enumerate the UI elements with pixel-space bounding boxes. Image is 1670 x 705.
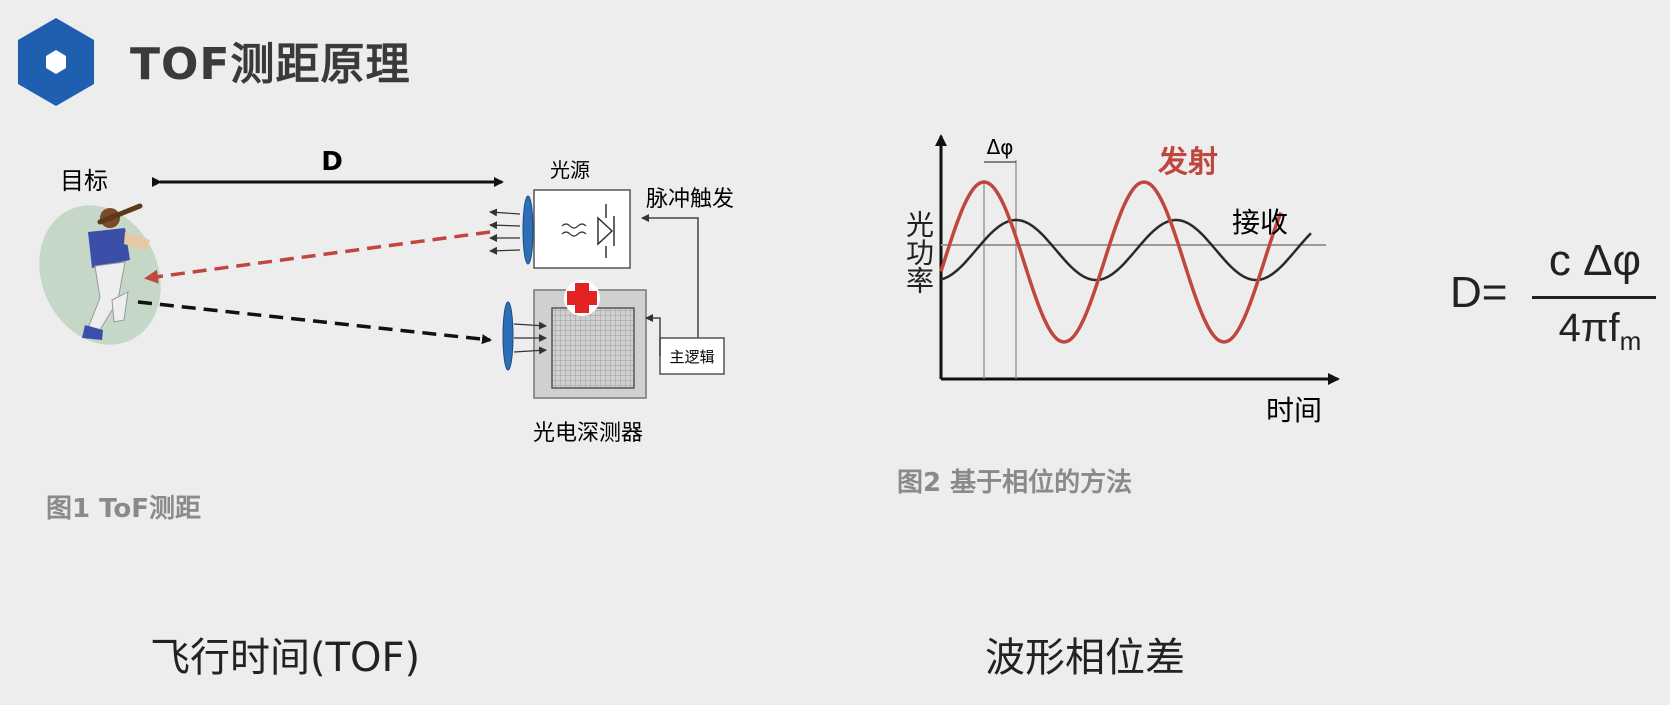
pulse-trigger-label: 脉冲触发 [646,187,734,212]
title-bar: TOF测距原理 [0,0,1670,130]
formula-numerator: c Δφ [1548,236,1642,285]
photo-detector-grid [551,307,635,389]
emitted-wave [939,180,1283,344]
led-diode-icon [561,204,615,258]
figure1-caption: 图1 ToF测距 [46,494,202,524]
tof-ranging-diagram: 目标 D 光源 脉冲触发 [39,147,734,446]
page-title: TOF测距原理 [130,39,411,90]
x-axis-label: 时间 [1266,394,1322,427]
formula-denominator-group: 4πfm [1538,306,1662,357]
delta-phi-label: Δφ [987,135,1014,159]
photo-detector-label: 光电深测器 [533,421,643,446]
main-logic-box [659,337,725,375]
received-wave [940,218,1312,282]
bottom-right-label: 波形相位差 [985,635,1185,681]
light-source-box [533,189,631,269]
phase-waveform-diagram: Δφ 发射 接收 时间 [935,134,1340,427]
target-label: 目标 [60,167,108,195]
detector-rays [513,321,547,355]
light-source-label: 光源 [550,158,590,182]
source-lens-icon [522,195,534,265]
source-rays [489,208,521,255]
distance-label: D [321,147,343,177]
reflected-beam [137,300,492,345]
detector-lens-icon [502,301,514,371]
red-cross-icon [564,280,600,316]
received-label: 接收 [1232,206,1288,239]
emitted-beam [144,230,491,284]
bottom-left-label: 飞行时间(TOF) [150,635,421,681]
logic-to-detector-line [645,314,661,356]
pulse-trigger-line [641,214,699,338]
formula-denominator: 4πf [1558,306,1620,350]
emitted-label: 发射 [1157,145,1218,180]
baseball-player-illustration [39,203,161,345]
formula-lhs: D= [1450,268,1508,317]
y-axis-label: 光功率 [902,210,935,294]
figure2-caption: 图2 基于相位的方法 [897,468,1133,498]
main-logic-label: 主逻辑 [669,348,714,366]
formula-fraction-bar [1532,296,1656,299]
hexagon-icon [18,18,94,106]
formula-denominator-subscript: m [1619,326,1642,356]
